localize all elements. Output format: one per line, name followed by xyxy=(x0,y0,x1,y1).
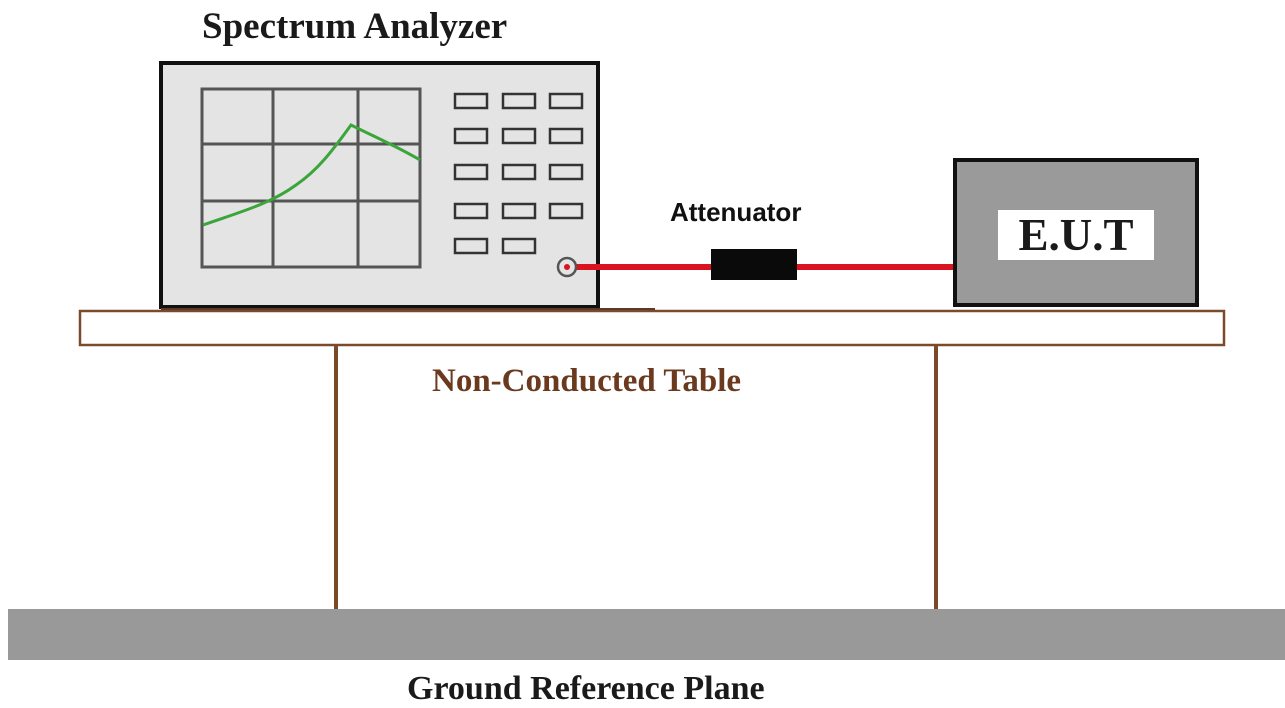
spectrum-analyzer-label: Spectrum Analyzer xyxy=(202,6,508,47)
ground-reference-plane xyxy=(8,609,1285,660)
attenuator-label: Attenuator xyxy=(670,197,802,227)
rf-input-port-center xyxy=(564,264,570,270)
table-top xyxy=(78,309,1226,347)
table-label: Non-Conducted Table xyxy=(432,363,742,399)
ground-plane-label: Ground Reference Plane xyxy=(407,670,765,707)
spectrum-trace xyxy=(202,123,421,227)
analyzer-keypad xyxy=(453,92,584,255)
analyzer-screen xyxy=(200,87,422,269)
eut-label: E.U.T xyxy=(998,210,1154,260)
attenuator-block xyxy=(711,249,797,280)
